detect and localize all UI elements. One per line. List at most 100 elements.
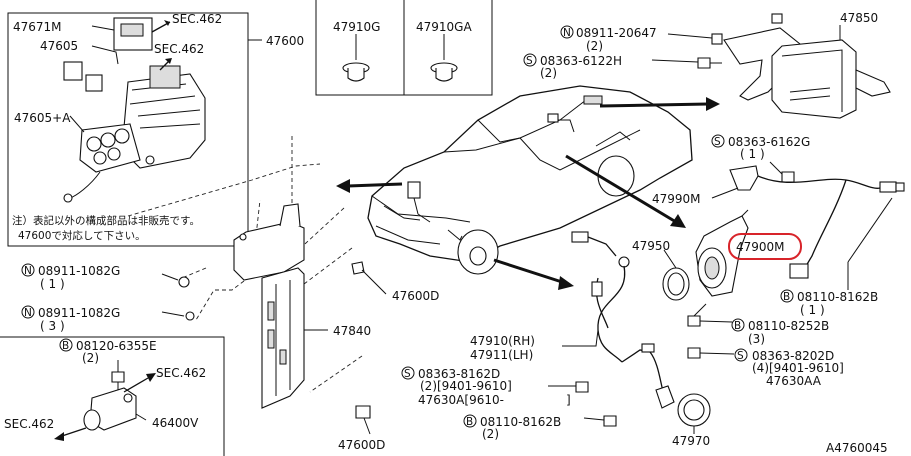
car-illustration <box>367 85 693 275</box>
actuator-ground-wire <box>69 171 101 199</box>
arrowhead-to-front-sensor <box>558 276 574 290</box>
note-line-2: 47600で対応して下さい。 <box>18 229 146 242</box>
leader-47605 <box>91 45 119 65</box>
front-sensor-head <box>655 385 675 409</box>
car-actuator-wire <box>413 197 431 223</box>
arrowhead-to-rear-sensor <box>670 214 686 228</box>
arrowhead-to-actuator <box>336 179 350 193</box>
prefix-s-icon-3 <box>401 366 415 380</box>
front-sensor-lead <box>587 236 617 257</box>
prefix-s-icon-4 <box>734 348 748 362</box>
rear-sensor-group: S 08363-6162G ( 1 ) 47990M 47950 47900M … <box>632 134 905 346</box>
arrow-to-control-unit <box>599 102 709 108</box>
leader-08911-20647 <box>667 33 713 39</box>
arrow-to-rear-sensor <box>565 154 677 224</box>
nut-08911-1082g-1 <box>178 276 190 288</box>
label-47910g: 47910G <box>333 20 380 34</box>
dash-guide-5 <box>295 247 353 291</box>
leader-08363-8202d <box>699 352 735 355</box>
bolt-08110-8252b-shank <box>693 303 707 317</box>
label-47900m: 47900M <box>736 240 785 254</box>
g-sensor-connector <box>83 409 101 431</box>
bracket-upper <box>233 221 305 281</box>
arrowhead-to-control-unit <box>706 97 720 111</box>
label-08911-1082g-2: 08911-1082G <box>38 306 120 320</box>
prefix-b-icon-3 <box>59 338 73 352</box>
control-module-tab <box>855 69 891 97</box>
label-sec462-c: SEC.462 <box>156 366 206 380</box>
prefix-n-icon-3 <box>21 305 35 319</box>
label-47911-lh: 47911(LH) <box>470 348 533 362</box>
actuator-inset: 47671M 47605 47605+A SEC.462 SEC.462 476… <box>7 12 304 247</box>
label-sec462-a: SEC.462 <box>172 12 222 26</box>
sec-arrow-c <box>123 377 149 393</box>
actuator-pipe-3 <box>114 128 130 144</box>
car-rear-wheel <box>597 155 635 197</box>
label-08363-6122h-qty: (2) <box>540 66 557 80</box>
leader-08110-8162b-2 <box>583 417 605 421</box>
label-08110-8162b-1: 08110-8162B <box>797 290 878 304</box>
label-47630aa: 47630AA <box>766 374 822 388</box>
control-module-47850 <box>771 39 857 119</box>
label-46400v: 46400V <box>152 416 199 430</box>
front-sensor-group: 47970 47910(RH) 47911(LH) S 08363-8162D … <box>401 231 844 448</box>
rear-sensor-plug <box>789 263 809 279</box>
highlight-47900m <box>728 233 802 260</box>
prefix-b-icon-4 <box>463 414 477 428</box>
tone-ring-47950-inner <box>667 272 685 296</box>
prefix-b-icon-2 <box>731 318 745 332</box>
label-47950: 47950 <box>632 239 670 253</box>
bracket-47990m <box>729 165 759 191</box>
front-sensor-grommet <box>618 256 630 268</box>
label-08110-8162b-1-qty: ( 1 ) <box>800 303 825 317</box>
label-47630a-end: ] <box>566 393 571 407</box>
note-line-1: 注）表記以外の構成部品は非販売です。 <box>12 214 200 227</box>
label-sec462-d: SEC.462 <box>4 417 54 431</box>
arrow-to-front-sensor <box>493 258 563 284</box>
label-47600d-2: 47600D <box>338 438 385 452</box>
dash-guide-1 <box>127 163 321 217</box>
relay-47605-a <box>63 61 83 81</box>
label-08363-6162g-qty: ( 1 ) <box>740 147 765 161</box>
relay-47605-b <box>85 74 103 92</box>
label-08363-8202d: 08363-8202D <box>752 349 834 363</box>
actuator-pipe-5 <box>107 147 121 161</box>
control-unit-bracket <box>723 27 801 101</box>
bolt-08363-6162g <box>781 171 795 183</box>
bolt-08120-6355e <box>111 371 125 383</box>
car-rear-window <box>595 131 631 147</box>
sec-arrowhead-c <box>146 373 156 382</box>
rear-sensor-bolt <box>895 182 905 192</box>
car-headlight <box>383 205 421 221</box>
label-47600d-1: 47600D <box>392 289 439 303</box>
prefix-s-2: S <box>714 136 721 148</box>
leader-46400v <box>135 413 147 421</box>
bracket-hole-1 <box>239 233 247 241</box>
dash-guide-2 <box>247 199 261 247</box>
label-08911-1082g-1: 08911-1082G <box>38 264 120 278</box>
sensor-inset: B 08120-6355E (2) 46400V SEC.462 SEC.462 <box>0 336 225 456</box>
label-47630a: 47630A[9610- <box>418 393 504 407</box>
label-47840: 47840 <box>333 324 371 338</box>
label-08120-6355e-qty: (2) <box>82 351 99 365</box>
label-47600: 47600 <box>266 34 304 48</box>
label-47605a: 47605+A <box>14 111 71 125</box>
prefix-n-icon-2 <box>21 263 35 277</box>
label-sec462-b: SEC.462 <box>154 42 204 56</box>
prefix-s-4: S <box>737 350 744 362</box>
actuator-pipe-4 <box>93 151 107 165</box>
bracket-47840-group: 47840 47600D 47600D N 08911-1082G ( 1 ) … <box>21 136 439 452</box>
leader-47600d-2 <box>363 417 371 435</box>
prefix-s-1: S <box>526 55 533 67</box>
control-module-edge <box>781 49 843 112</box>
label-08110-8162b-2-qty: (2) <box>482 427 499 441</box>
label-08110-8252b-qty: (3) <box>748 332 765 346</box>
car-body-outline <box>367 85 693 263</box>
bolt-08363-6122h <box>697 57 711 69</box>
car-front-sensor-wire <box>447 229 463 241</box>
leader-47605a <box>69 115 85 133</box>
bolt-08110-8252b <box>687 315 701 327</box>
front-sensor-connector <box>571 231 589 243</box>
car-front-hub <box>469 246 487 266</box>
arrow-to-actuator <box>347 182 403 188</box>
